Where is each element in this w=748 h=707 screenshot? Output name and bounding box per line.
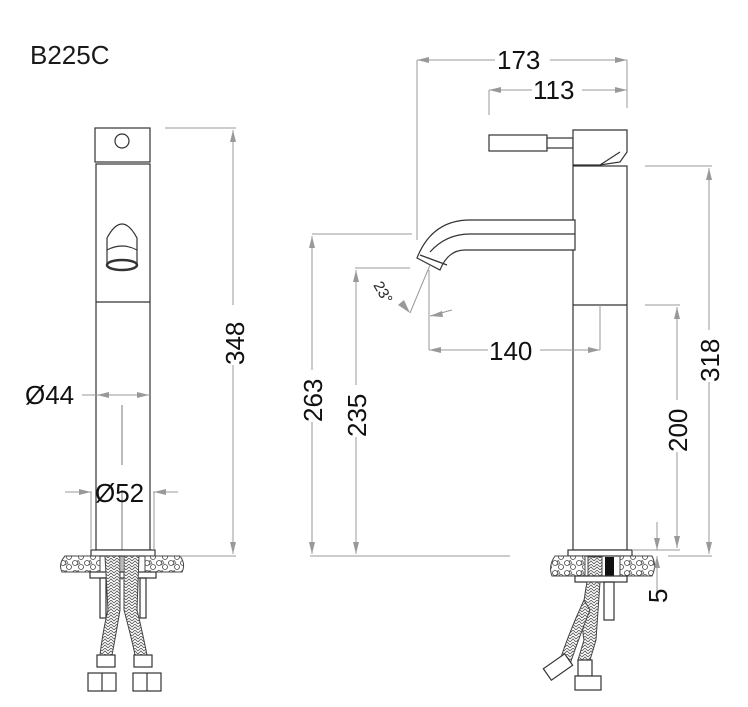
- dim-lower-body-height: 200: [663, 409, 693, 452]
- countertop-left: [60, 555, 101, 573]
- dim-body-height: 318: [695, 339, 725, 382]
- handle-hole: [114, 133, 130, 149]
- spout: [416, 219, 576, 271]
- handle-cap: [94, 127, 151, 163]
- aerator-icon: [105, 258, 139, 272]
- side-body: [572, 165, 628, 551]
- dim-handle-length: 113: [533, 75, 574, 105]
- dim-spout-angle: 23°: [370, 279, 396, 307]
- handle-lever: [488, 134, 548, 152]
- spout-front-icon: [106, 223, 138, 265]
- dim-body-diameter: Ø44: [25, 380, 74, 410]
- dim-outlet-height: 263: [298, 379, 328, 422]
- hose-right: [123, 555, 148, 656]
- dim-base-thickness: 5: [643, 589, 673, 603]
- model-title: B225C: [30, 40, 110, 70]
- dim-spout-reach: 140: [489, 336, 532, 366]
- faucet-body: [95, 163, 151, 551]
- hose-left: [99, 555, 121, 656]
- dim-total-height: 348: [220, 322, 250, 365]
- dim-overall-reach: 173: [497, 45, 540, 75]
- handle-body: [572, 129, 628, 166]
- front-view: 348 Ø44 Ø52: [25, 127, 250, 692]
- dim-base-diameter: Ø52: [95, 478, 144, 508]
- dim-outlet-clearance: 235: [342, 394, 372, 437]
- side-view: 173 113 23° 140 263: [298, 45, 725, 691]
- countertop-right: [144, 555, 185, 573]
